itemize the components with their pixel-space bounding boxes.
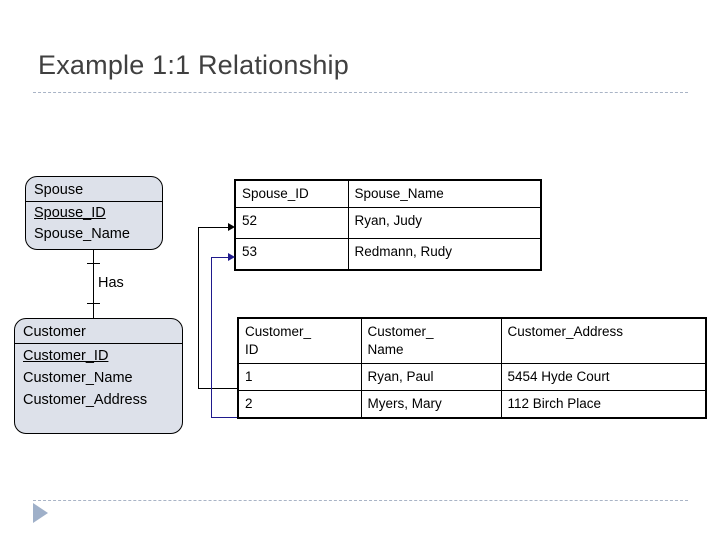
connector-segment-blue-vertical <box>211 257 212 417</box>
footer-divider <box>33 500 688 501</box>
table-row: 2 Myers, Mary 112 Birch Place <box>237 390 707 419</box>
cell-customer-id: 1 <box>237 363 362 391</box>
entity-attributes-spouse: Spouse_ID Spouse_Name <box>26 202 162 245</box>
column-header-customer-name: Customer_ Name <box>360 317 502 364</box>
connector-segment-blue-bottom <box>211 417 237 418</box>
cardinality-tick-one-customer <box>87 303 100 304</box>
play-triangle-icon[interactable] <box>33 503 48 523</box>
entity-attribute-spouse-name: Spouse_Name <box>34 226 130 242</box>
entity-attribute-customer-name: Customer_Name <box>23 370 133 386</box>
relationship-line-has <box>93 250 94 318</box>
cell-spouse-name: Ryan, Judy <box>347 207 542 239</box>
arrow-head-icon-black <box>228 222 235 231</box>
table-row: 53 Redmann, Rudy <box>234 238 542 271</box>
cell-spouse-name: Redmann, Rudy <box>347 238 542 271</box>
cell-customer-address: 5454 Hyde Court <box>500 363 707 391</box>
cell-spouse-id: 52 <box>234 207 349 239</box>
cell-customer-name: Myers, Mary <box>360 390 502 419</box>
entity-attribute-spouse-id: Spouse_ID <box>34 205 106 221</box>
connector-segment-black-top <box>198 227 232 228</box>
cell-spouse-id: 53 <box>234 238 349 271</box>
page-title: Example 1:1 Relationship <box>38 50 349 80</box>
entity-attribute-customer-id: Customer_ID <box>23 348 109 364</box>
connector-segment-black-bottom <box>198 388 237 389</box>
connector-segment-blue-top <box>211 257 232 258</box>
entity-attribute-customer-address: Customer_Address <box>23 392 148 408</box>
title-divider <box>33 92 688 93</box>
cell-customer-address: 112 Birch Place <box>500 390 707 419</box>
connector-segment-black-vertical <box>198 227 199 388</box>
cell-customer-name: Ryan, Paul <box>360 363 502 391</box>
column-header-customer-id: Customer_ ID <box>237 317 362 364</box>
column-header-spouse-id: Spouse_ID <box>234 179 349 208</box>
table-header-row: Spouse_ID Spouse_Name <box>234 179 542 208</box>
table-header-row: Customer_ ID Customer_ Name Customer_Add… <box>237 317 707 364</box>
data-table-spouse: Spouse_ID Spouse_Name 52 Ryan, Judy 53 R… <box>234 179 542 271</box>
table-row: 52 Ryan, Judy <box>234 207 542 239</box>
entity-attributes-customer: Customer_ID Customer_Name Customer_Addre… <box>15 344 182 411</box>
entity-box-customer: Customer Customer_ID Customer_Name Custo… <box>14 318 183 434</box>
column-header-customer-address: Customer_Address <box>500 317 707 364</box>
data-table-customer: Customer_ ID Customer_ Name Customer_Add… <box>237 317 707 419</box>
arrow-head-icon-blue <box>228 252 235 261</box>
cardinality-tick-one-spouse <box>87 263 100 264</box>
entity-header-customer: Customer <box>15 319 182 344</box>
column-header-spouse-name: Spouse_Name <box>347 179 542 208</box>
relationship-label-has: Has <box>98 275 124 291</box>
entity-box-spouse: Spouse Spouse_ID Spouse_Name <box>25 176 163 250</box>
entity-header-spouse: Spouse <box>26 177 162 202</box>
cell-customer-id: 2 <box>237 390 362 419</box>
table-row: 1 Ryan, Paul 5454 Hyde Court <box>237 363 707 391</box>
